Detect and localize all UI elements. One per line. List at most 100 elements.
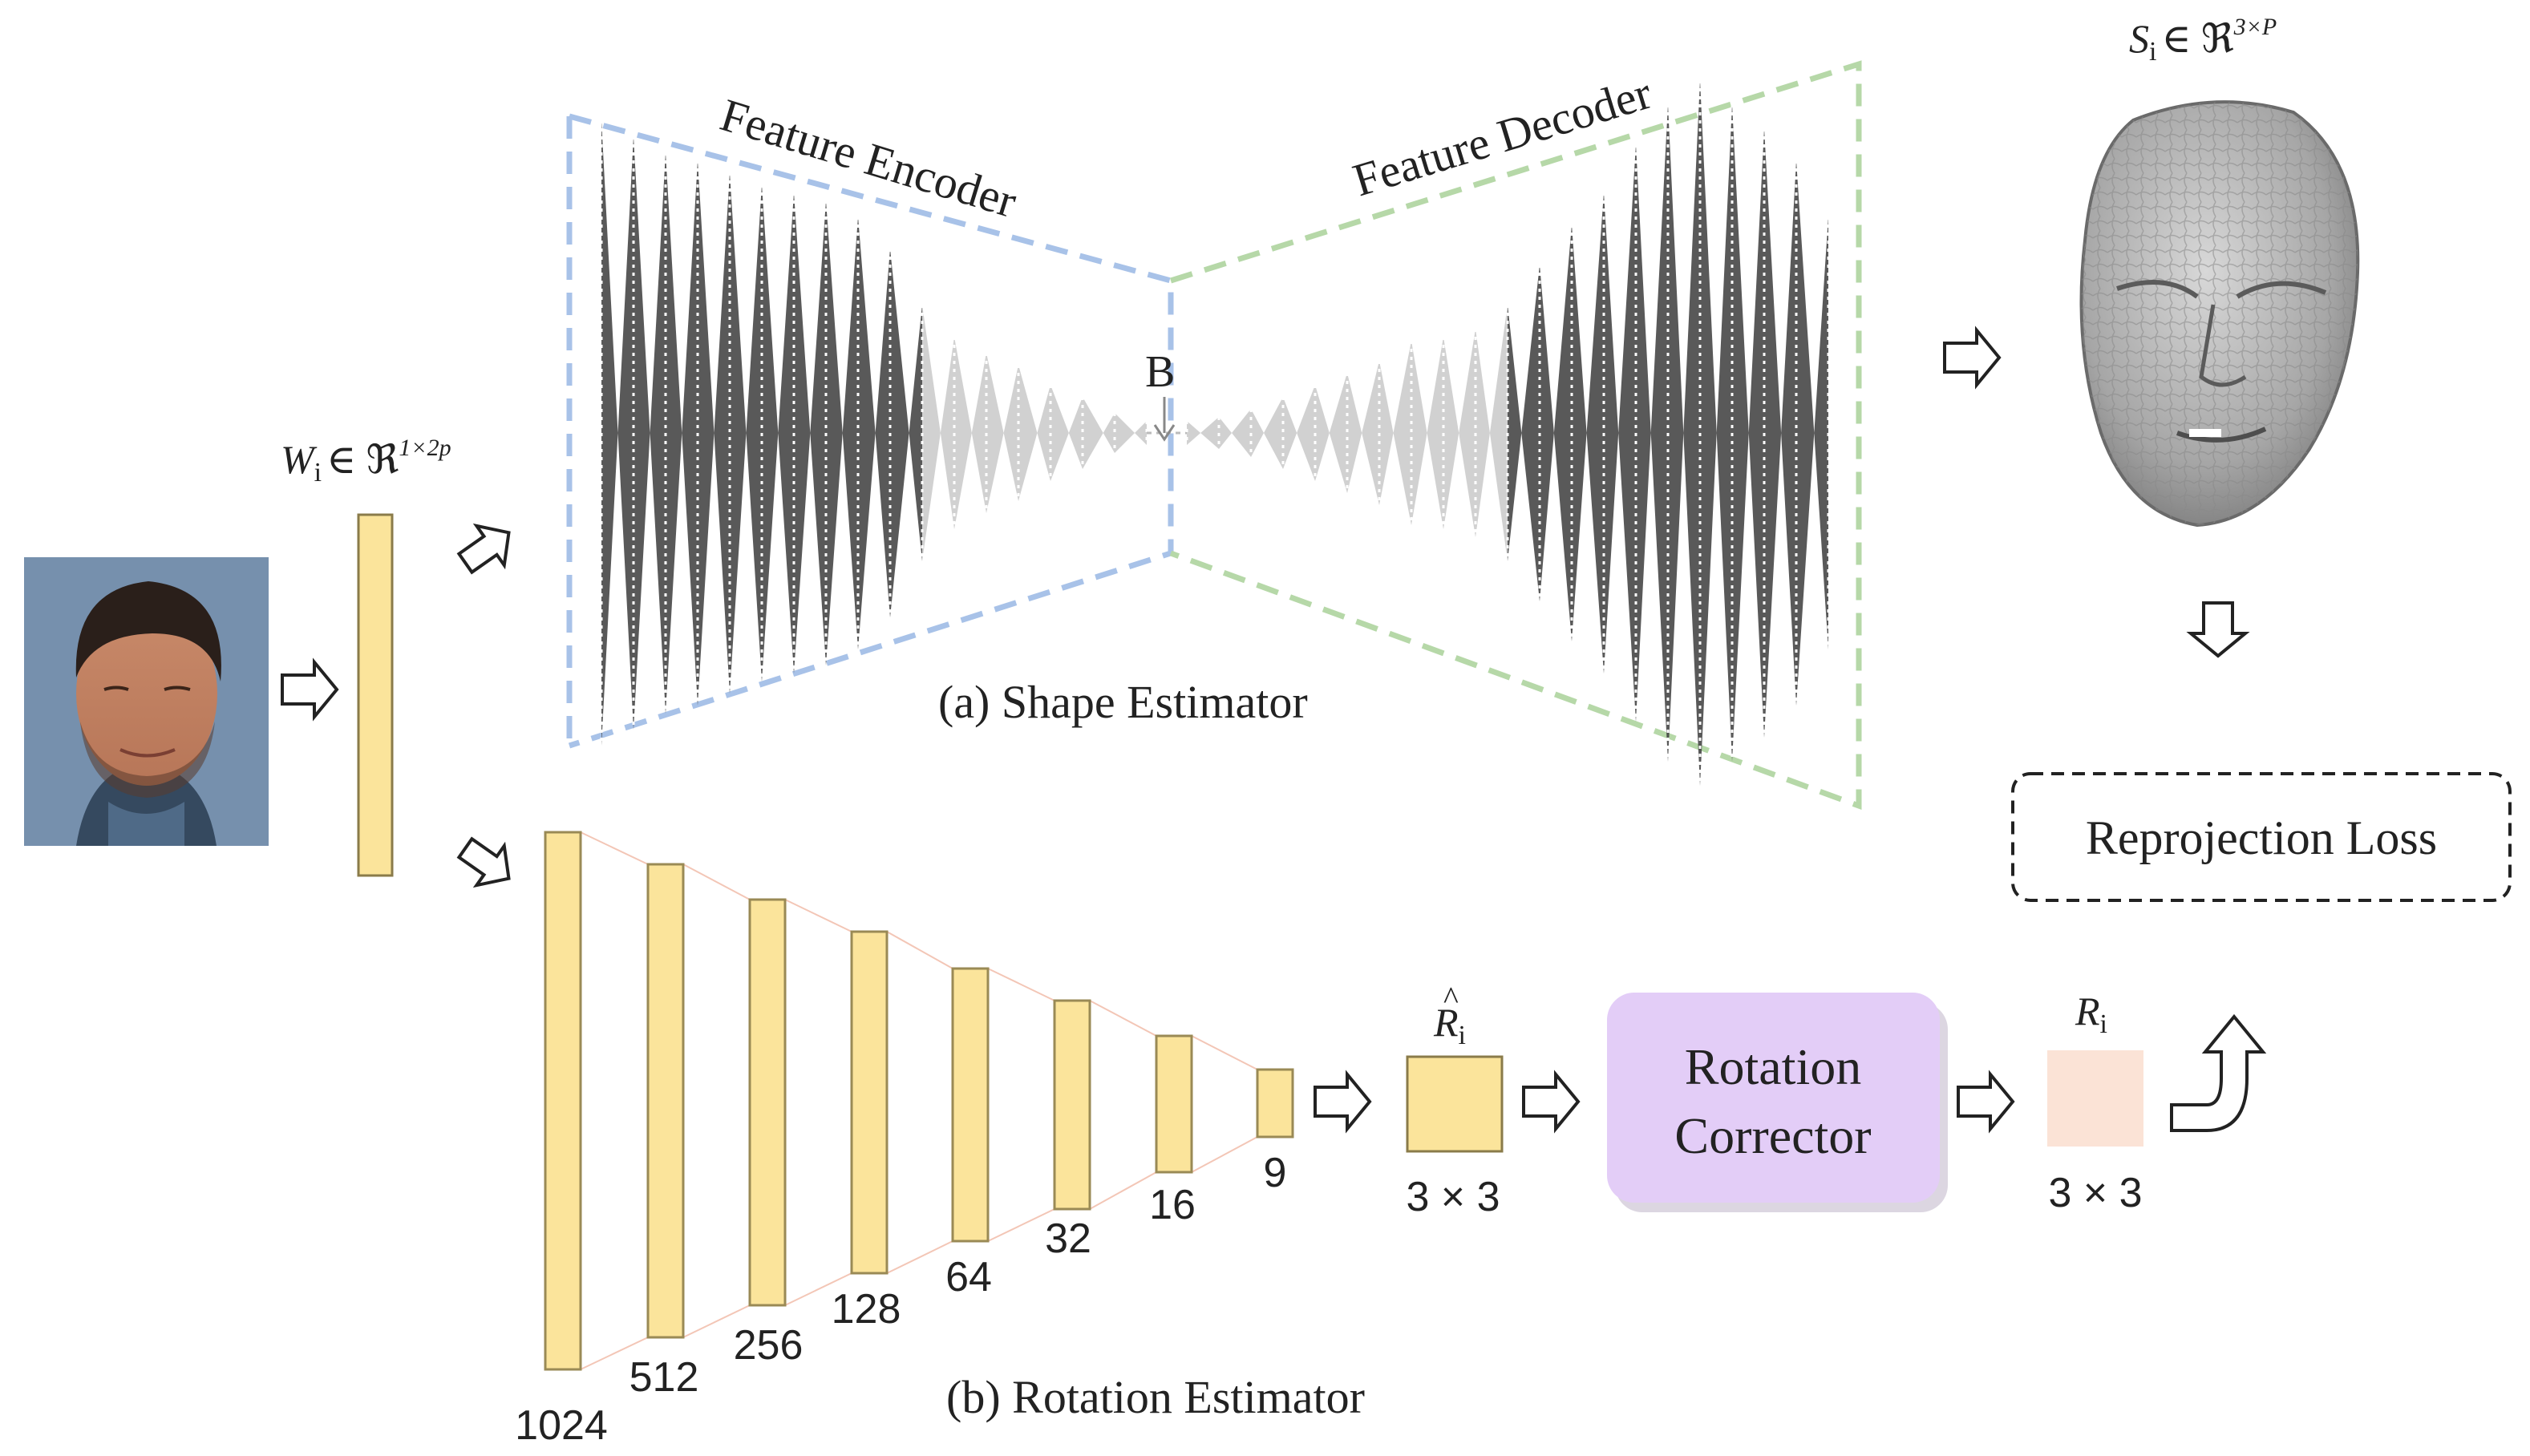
decoder-connection [1315,373,1347,493]
encoder-connection [954,337,986,529]
encoder-connection [826,200,858,665]
decoder-connection [1572,192,1604,673]
arrow-photo-to-w [281,657,339,722]
shape-output-label: Si∈ ℜ3×P [2129,14,2277,67]
decoder-connection [1796,160,1828,706]
layer-guide-top [886,931,953,969]
arrow-rhat-to-corrector [1522,1070,1581,1134]
rotation-estimator-layers: 1024 512 256 128 64 32 16 9 [515,831,1294,1449]
decoder-connection [1187,417,1219,449]
fc-layer-bar [1155,1034,1193,1174]
r-final-matrix [2047,1050,2143,1147]
r-final-dims: 3 × 3 [2048,1170,2142,1216]
bottleneck-arrow [1153,397,1176,442]
fc-layer-size-label: 128 [832,1286,901,1333]
encoder-connection [762,184,794,681]
encoder-connection [858,216,890,649]
decoder-connection [1732,104,1764,762]
encoder-connection [634,136,666,730]
reprojection-loss-label: Reprojection Loss [2086,811,2437,864]
encoder-connection [1083,397,1115,469]
fc-layer-bar [646,863,685,1339]
encoder-connection [922,305,954,561]
decoder-connection [1251,397,1283,469]
rotation-corrector-line2: Corrector [1674,1107,1871,1164]
encoder-connection [601,120,634,746]
arrow-mesh-to-loss [2186,601,2250,658]
layer-guide-top [682,863,751,900]
r-hat-label: Ri [1433,1000,1466,1050]
shape-estimator-caption: (a) Shape Estimator [938,676,1308,728]
decoder-connection [1379,341,1411,525]
fc-layer-size-label: 64 [945,1254,992,1300]
fc-layer-bar [748,898,787,1307]
arrow-decoder-to-mesh [1943,326,2002,390]
encoder-connection [730,172,762,694]
decoder-connection [1283,385,1315,481]
layer-guide-bottom [987,1208,1055,1242]
layer-guide-top [1191,1035,1258,1070]
layer-guide-bottom [580,1337,649,1370]
fc-layer-bar [544,831,582,1371]
arrow-corrector-to-r [1957,1070,2015,1134]
decoder-connection [1668,80,1700,786]
fc-layer-size-label: 1024 [515,1402,608,1449]
decoder-connection [1604,144,1636,722]
layer-guide-bottom [1191,1136,1258,1173]
fc-layer-size-label: 9 [1264,1150,1287,1196]
arrow-r-to-loss [2170,1013,2267,1132]
encoder-connection [890,249,922,617]
layer-guide-top [1089,1000,1157,1037]
layer-guide-top [580,831,649,865]
input-matrix-label: Wi∈ ℜ1×2p [281,435,451,487]
fc-layer-size-label: 512 [629,1354,699,1401]
reconstructed-face-mesh [2079,100,2360,528]
r-hat-hat: ^ [1443,980,1459,1016]
decoder-connection [1347,361,1379,505]
layer-guide-bottom [1089,1171,1157,1210]
layer-guide-bottom [784,1272,852,1306]
decoder-connection [1219,409,1251,457]
encoder-connection [666,152,698,714]
rotation-corrector-box [1607,993,1948,1212]
input-face-photo [24,557,269,846]
fc-layer-bar [1256,1068,1294,1139]
r-hat-matrix [1406,1055,1504,1153]
reprojection-loss-box [2011,772,2512,902]
layer-guide-top [784,899,852,932]
r-hat-dims: 3 × 3 [1406,1174,1500,1220]
decoder-connection [1764,128,1796,738]
decoder-connection [1443,329,1475,537]
fc-layer-size-label: 256 [734,1322,804,1369]
arrow-w-to-rotation [456,836,511,888]
fc-layer-bar [1053,999,1091,1211]
rotation-corrector-line1: Rotation [1685,1038,1861,1095]
encoder-connection [698,160,730,706]
decoder-label: Feature Decoder [1347,67,1658,207]
encoder-connection [1050,385,1083,481]
layer-guide-bottom [682,1304,751,1338]
decoder-connection [1475,305,1508,561]
decoder-connection [1540,224,1572,641]
arrow-layers-to-rhat [1314,1070,1372,1134]
decoder-connection [1411,337,1443,529]
fc-layer-size-label: 32 [1045,1215,1091,1262]
encoder-connection [1115,413,1147,453]
decoder-connection [1636,104,1668,762]
encoder-dashed-outline [568,113,1174,749]
encoder-connection [986,353,1018,513]
encoder-decoder-network [600,80,1830,786]
arrow-w-to-shape [456,523,511,575]
encoder-connection [1018,365,1050,501]
fc-layer-size-label: 16 [1149,1182,1196,1228]
fc-layer-bar [850,930,889,1275]
encoder-connection [794,192,826,673]
fc-layer-bar [951,967,990,1243]
layer-guide-bottom [886,1240,953,1274]
decoder-dashed-outline [1169,60,1862,811]
input-vector-bar [357,513,394,877]
layer-guide-top [987,968,1055,1001]
r-final-label: Ri [2075,989,2107,1039]
decoder-connection [1700,80,1732,786]
